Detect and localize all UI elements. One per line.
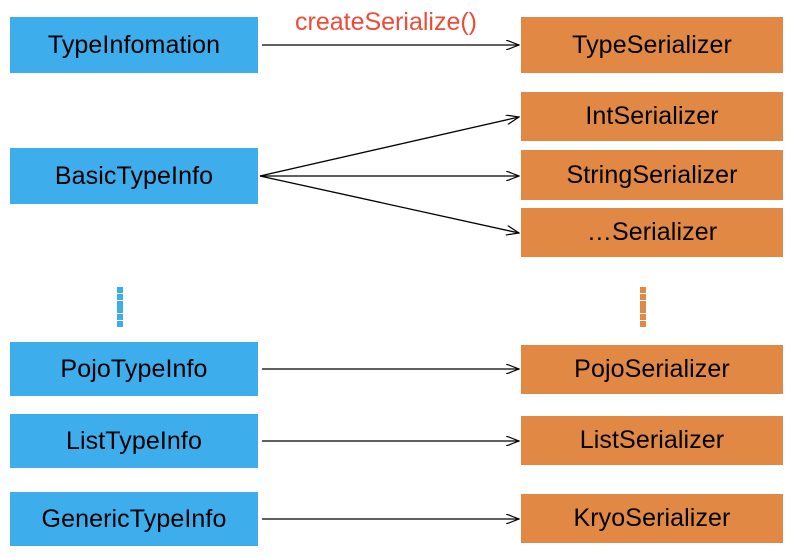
node-list-serializer[interactable]: ListSerializer [521, 416, 783, 465]
dot [640, 320, 646, 327]
node-string-serializer[interactable]: StringSerializer [521, 150, 783, 200]
node-list-type-info[interactable]: ListTypeInfo [10, 414, 258, 468]
node-label: StringSerializer [566, 160, 738, 189]
node-label: BasicTypeInfo [54, 161, 214, 190]
node-label: …Serializer [586, 218, 718, 246]
node-label: PojoSerializer [574, 355, 730, 383]
dot [640, 287, 646, 293]
node-int-serializer[interactable]: IntSerializer [521, 92, 783, 141]
node-generic-type-info[interactable]: GenericTypeInfo [10, 492, 258, 546]
connector-basic-int [259, 117, 519, 177]
node-label: TypeInfomation [47, 30, 221, 59]
left-ellipsis-icon [117, 287, 123, 327]
node-dots-serializer[interactable]: …Serializer [521, 208, 783, 257]
edge-label-create-serialize: createSerialize() [295, 8, 478, 36]
dot [117, 320, 123, 327]
connector-basic-dots [259, 175, 519, 233]
node-basic-type-info[interactable]: BasicTypeInfo [10, 148, 258, 204]
node-label: PojoTypeInfo [60, 354, 208, 383]
node-label: IntSerializer [585, 102, 719, 130]
node-label: ListTypeInfo [65, 426, 202, 455]
node-label: GenericTypeInfo [41, 504, 227, 533]
node-pojo-serializer[interactable]: PojoSerializer [521, 345, 783, 394]
node-label: ListSerializer [579, 426, 725, 454]
dot [117, 307, 123, 314]
dot [117, 287, 123, 293]
dot [640, 307, 646, 314]
dot [640, 300, 646, 307]
node-type-serializer[interactable]: TypeSerializer [521, 17, 783, 73]
dot [640, 293, 646, 300]
node-label: KryoSerializer [573, 504, 731, 532]
node-label: TypeSerializer [572, 30, 732, 59]
node-type-infomation[interactable]: TypeInfomation [10, 17, 258, 73]
dot [117, 293, 123, 300]
right-ellipsis-icon [640, 287, 646, 327]
dot [117, 300, 123, 307]
dot [117, 314, 123, 321]
dot [640, 314, 646, 321]
node-kryo-serializer[interactable]: KryoSerializer [521, 494, 783, 543]
node-pojo-type-info[interactable]: PojoTypeInfo [10, 342, 258, 396]
